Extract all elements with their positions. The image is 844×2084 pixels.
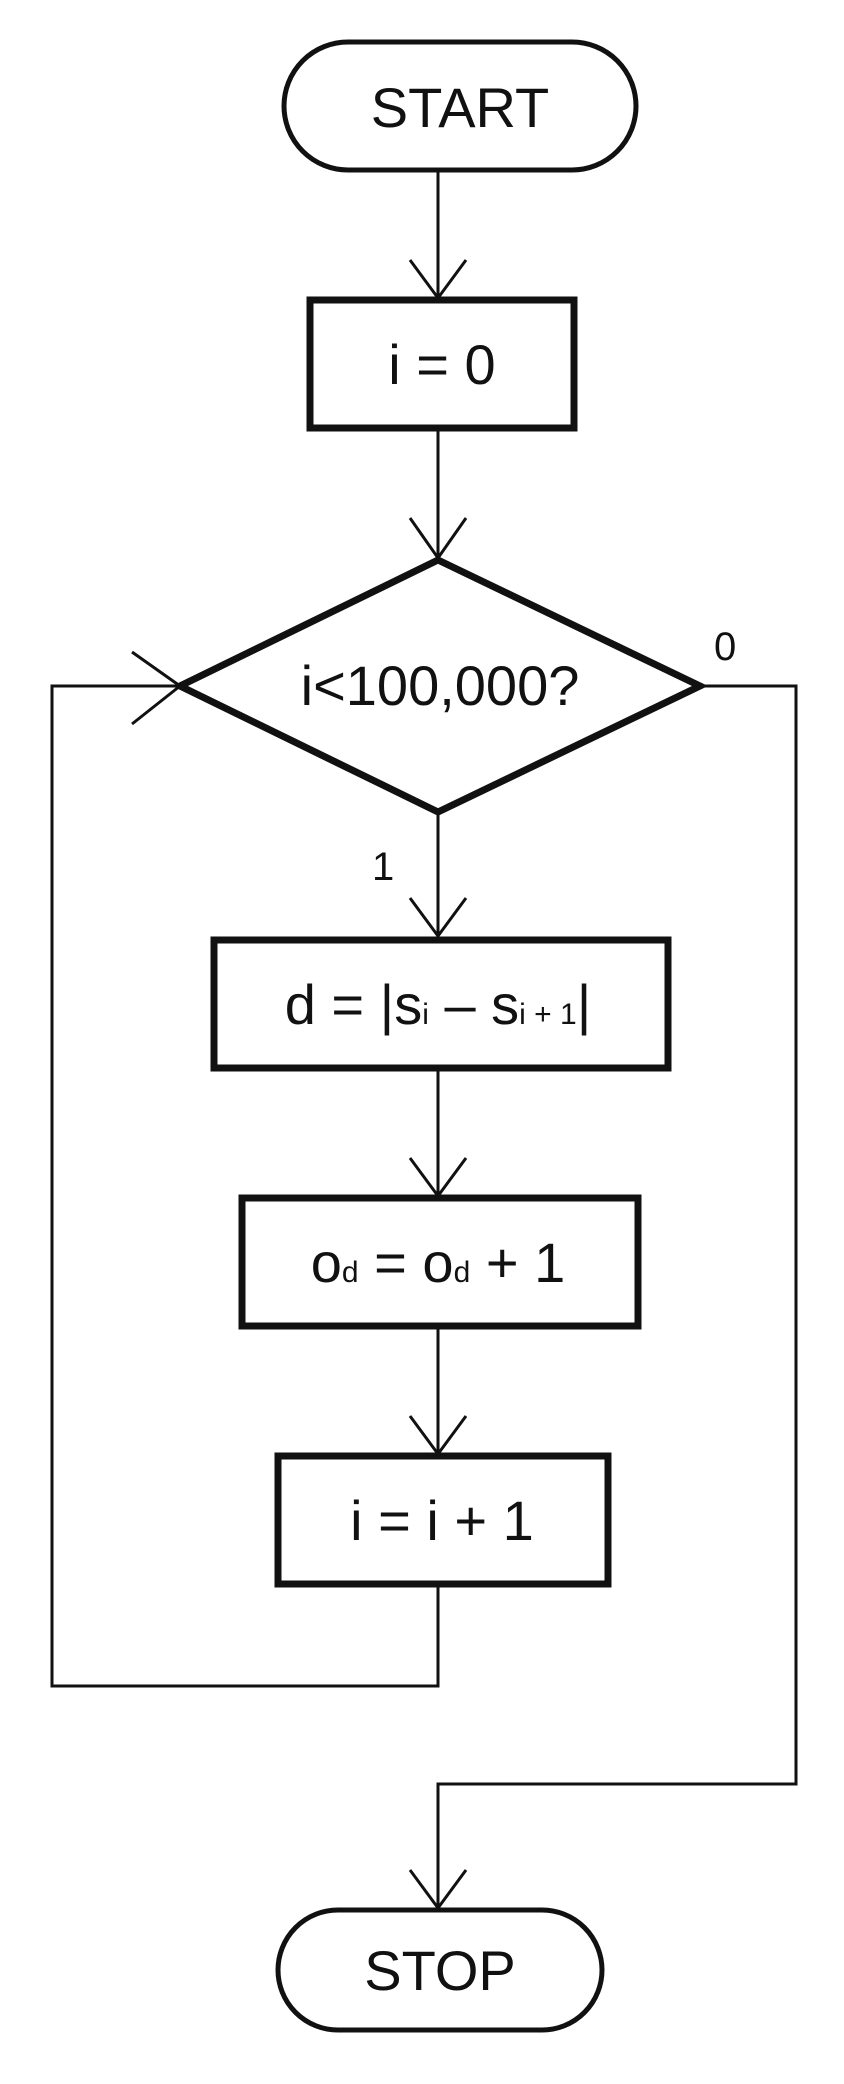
arrowhead-diff [408,897,468,939]
difference-minus: – s [429,973,519,1036]
stop-label: STOP [364,1939,515,2002]
start-terminator [281,39,639,173]
no-branch-label: 0 [714,625,736,669]
decision-label: i<100,000? [301,654,580,717]
yes-branch-label: 1 [372,845,394,889]
count-box [238,1194,642,1330]
connector-no [436,684,798,1908]
difference-sub-i1: i + 1 [519,998,577,1031]
stop-terminator [275,1907,605,2033]
difference-sub-i: i [422,998,429,1031]
count-label: od = od + 1 [311,1231,565,1294]
difference-box [210,936,672,1072]
count-sub-d2: d [454,1256,471,1289]
difference-bar: | [577,973,592,1036]
increment-label: i = i + 1 [350,1489,534,1552]
count-eq: = o [359,1231,454,1294]
loop-back-connector [50,684,440,1688]
init-label: i = 0 [388,333,495,396]
arrowhead-loop [131,650,183,726]
init-box [306,296,578,432]
count-o1: o [311,1231,342,1294]
increment-box [274,1452,612,1588]
start-label: START [371,76,549,139]
count-tail: + 1 [470,1231,565,1294]
difference-left: d = |s [285,973,423,1036]
count-sub-d1: d [342,1256,359,1289]
difference-label: d = |si – si + 1| [285,973,592,1036]
